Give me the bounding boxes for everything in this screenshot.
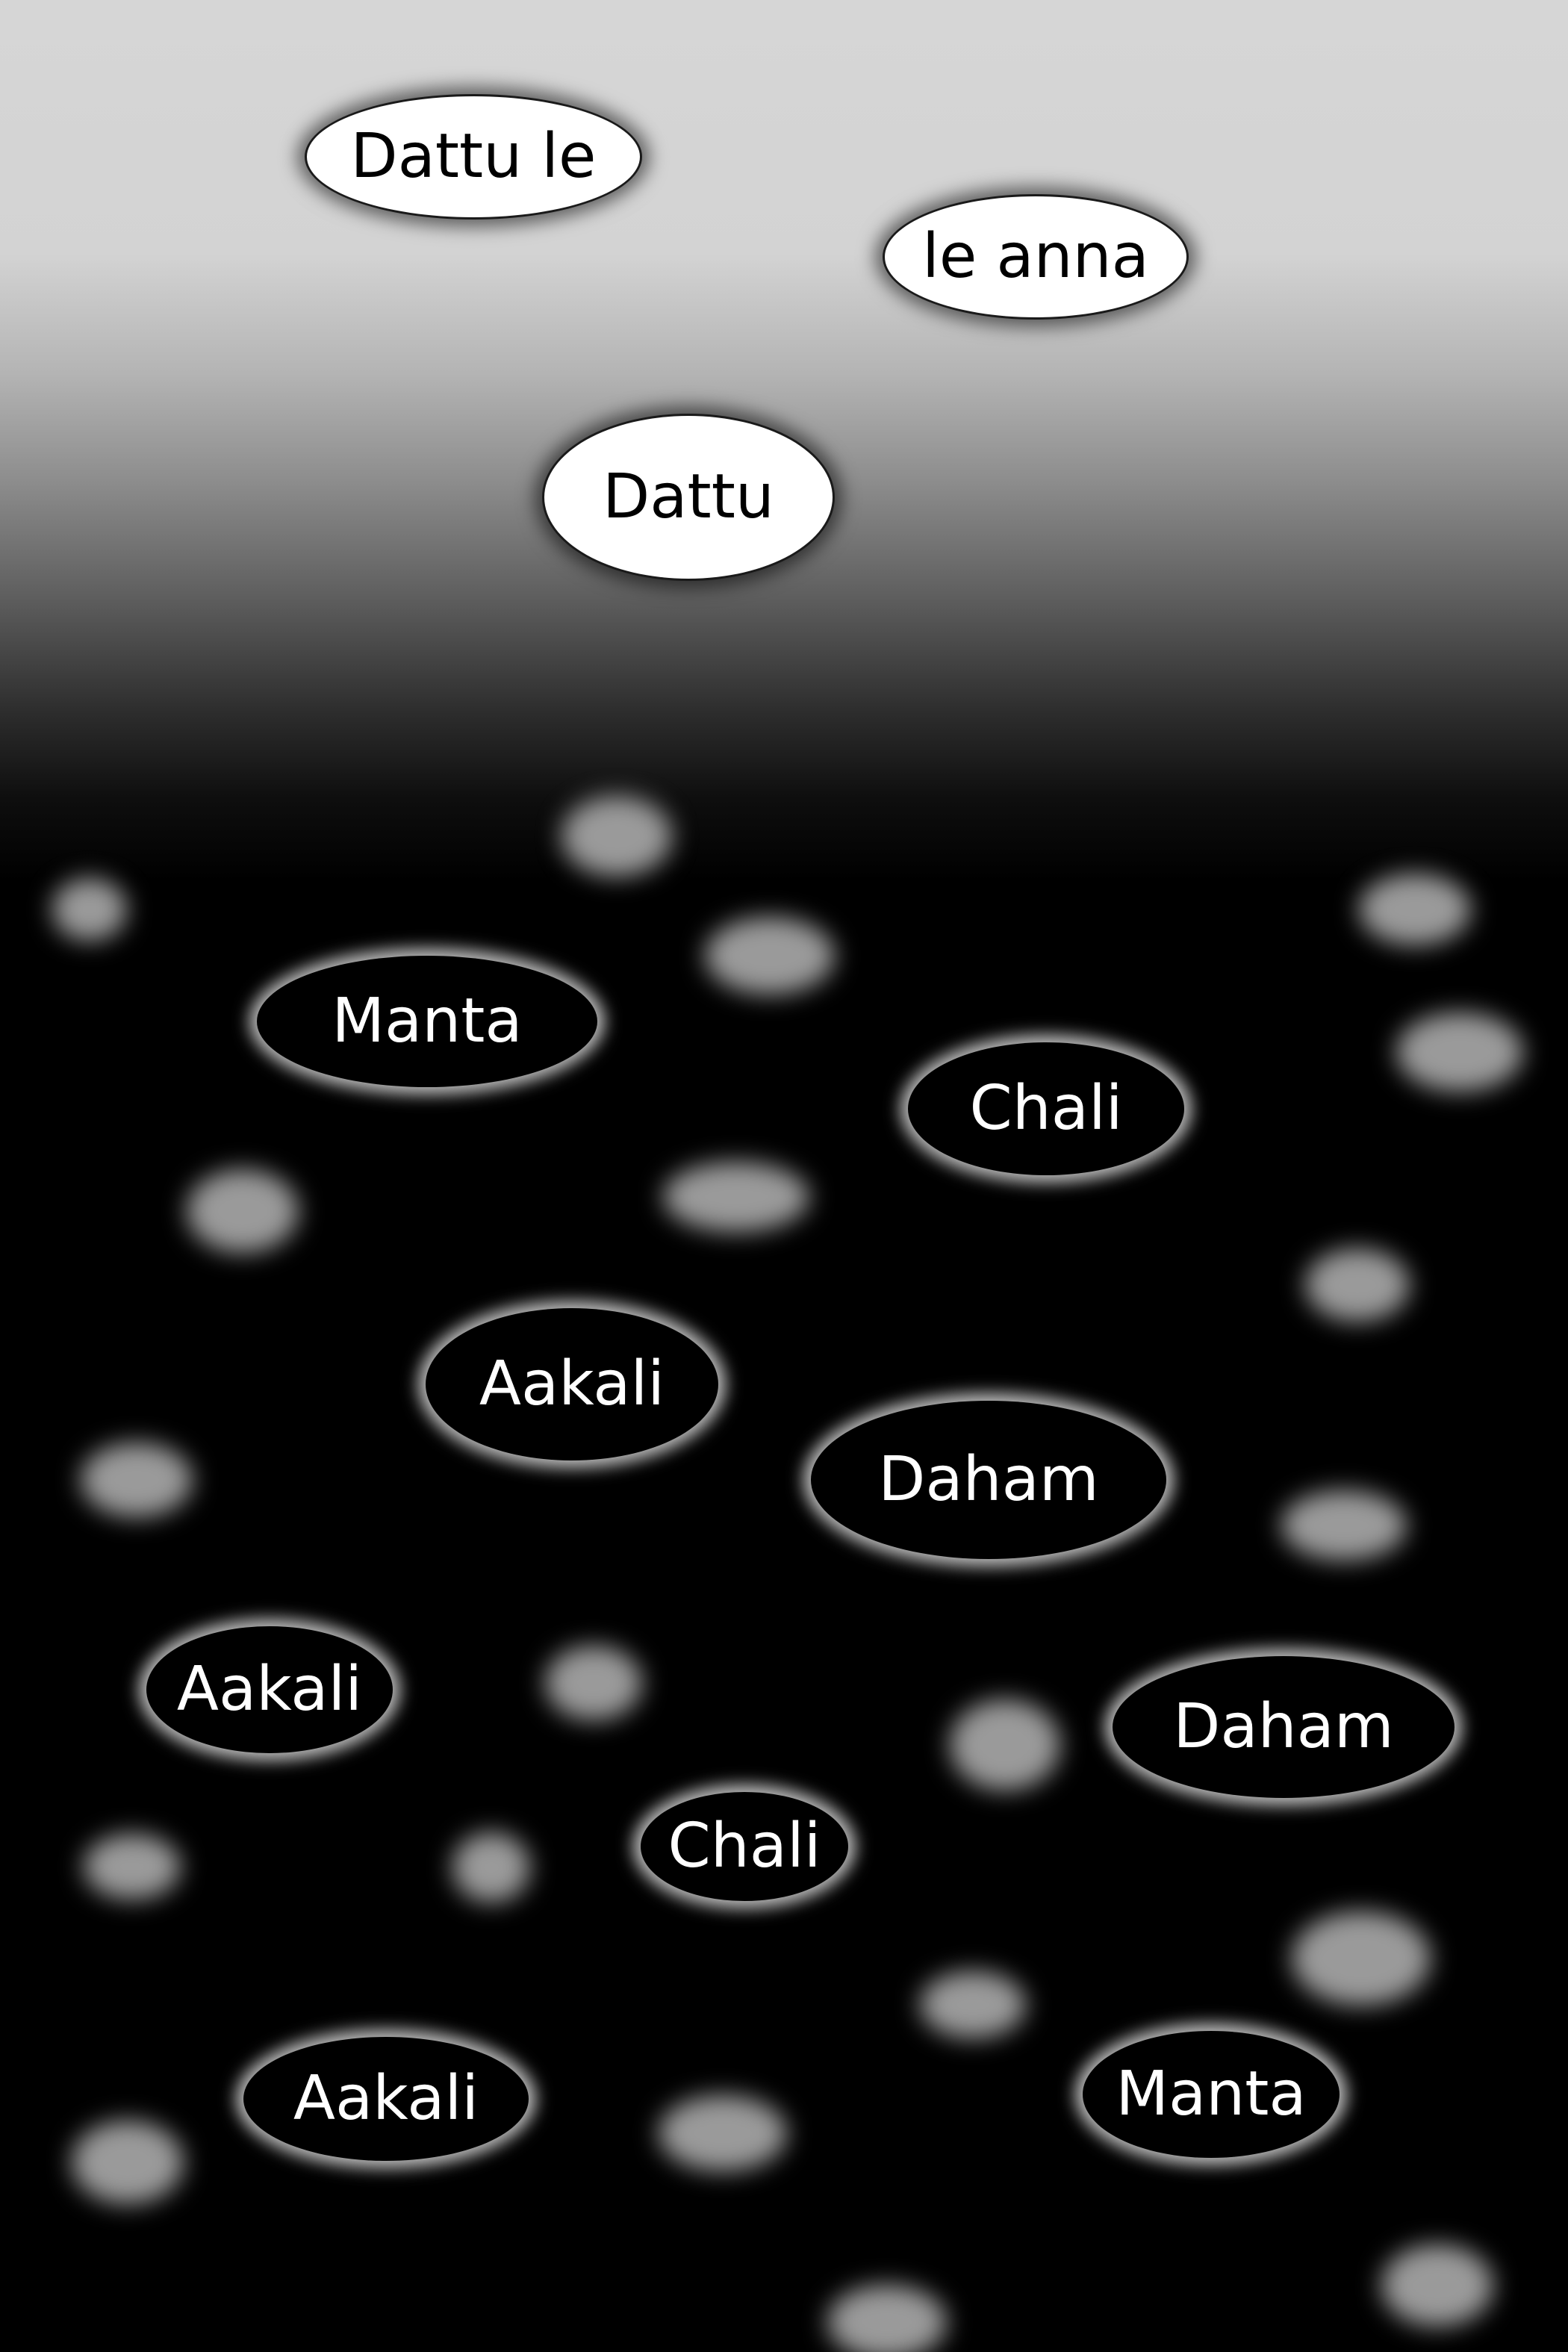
bokeh-dot (1359, 874, 1471, 945)
bokeh-dot (84, 1834, 181, 1900)
speech-bubble-text: Dattu (603, 461, 774, 532)
bokeh-dot (1381, 2244, 1493, 2327)
speech-bubble-text: Manta (332, 986, 523, 1057)
speech-bubble-text: le anna (922, 221, 1149, 292)
speech-bubble-text: Chali (969, 1073, 1123, 1144)
speech-bubble-top-1: Dattu le (305, 94, 642, 220)
bokeh-dot (659, 2095, 787, 2171)
bokeh-dot (52, 878, 127, 941)
bokeh-dot (545, 1646, 642, 1720)
bokeh-dot (827, 2285, 947, 2352)
bokeh-dot (705, 917, 835, 995)
bokeh-dot (663, 1162, 809, 1232)
bokeh-dot (1292, 1911, 1431, 2006)
bokeh-dot (950, 1699, 1060, 1791)
bokeh-dot (561, 796, 672, 877)
speech-bubble-text: Aakali (293, 2063, 479, 2134)
bokeh-dot (1396, 1012, 1523, 1092)
speech-bubble-top-3: Dattu (542, 414, 835, 581)
speech-bubble-text: Aakali (479, 1348, 665, 1419)
speech-bubble-dark-7: Chali (641, 1792, 848, 1901)
bokeh-dot (1305, 1248, 1410, 1322)
speech-bubble-dark-5: Aakali (146, 1626, 393, 1753)
bokeh-dot (452, 1832, 530, 1903)
speech-bubble-text: Dattu le (350, 121, 597, 192)
bokeh-dot (920, 1971, 1026, 2038)
speech-bubble-dark-9: Manta (1083, 2031, 1340, 2158)
bokeh-dot (72, 2121, 184, 2204)
speech-bubble-dark-4: Daham (811, 1401, 1166, 1559)
bokeh-dot (1281, 1490, 1407, 1561)
bokeh-dot (187, 1169, 299, 1253)
speech-bubble-top-2: le anna (883, 194, 1189, 320)
speech-bubble-dark-6: Daham (1113, 1656, 1455, 1798)
speech-bubble-dark-2: Chali (908, 1042, 1184, 1175)
speech-bubble-text: Daham (1173, 1691, 1394, 1762)
speech-bubble-dark-3: Aakali (426, 1308, 718, 1460)
speech-bubble-dark-1: Manta (257, 956, 597, 1087)
speech-bubble-text: Daham (878, 1444, 1099, 1515)
speech-bubble-text: Chali (668, 1811, 821, 1882)
bokeh-dot (81, 1443, 193, 1517)
speech-bubble-text: Manta (1116, 2059, 1307, 2129)
speech-bubble-text: Aakali (176, 1654, 363, 1725)
speech-bubble-dark-8: Aakali (243, 2037, 529, 2161)
